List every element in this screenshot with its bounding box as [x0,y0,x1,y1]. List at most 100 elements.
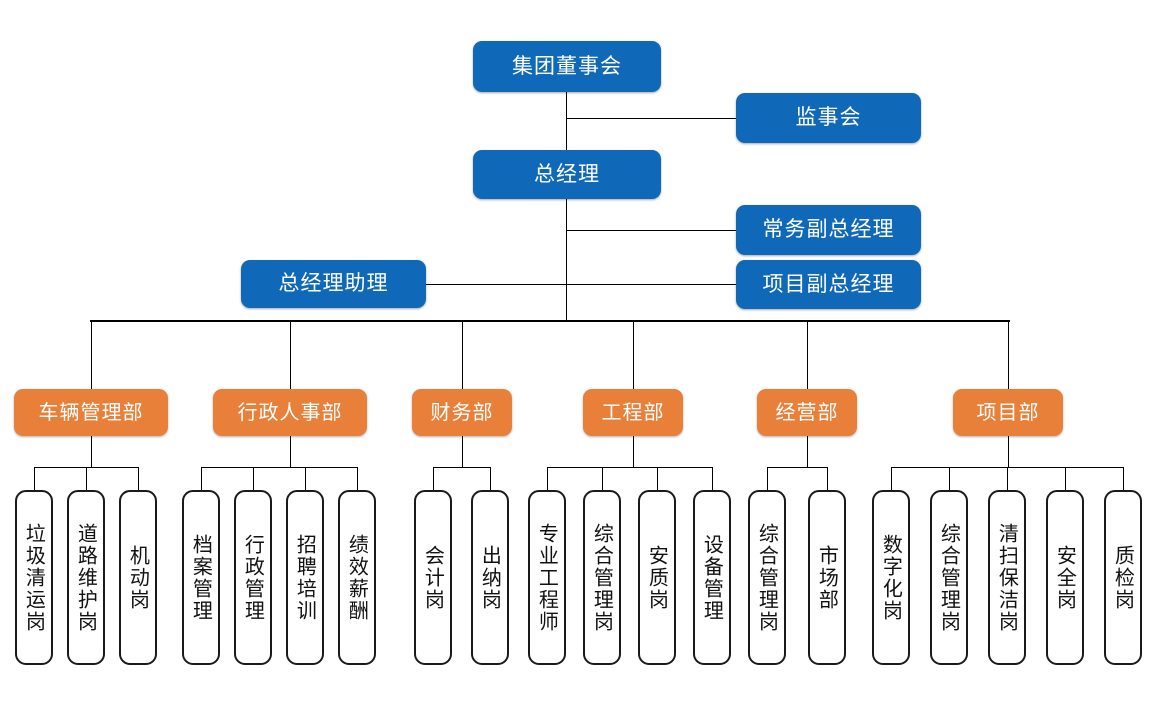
connector-engineering-stem [633,436,634,467]
node-gm-assistant[interactable]: 总经理助理 [241,260,426,308]
position-box-admin-hr-0[interactable]: 档案管理 [182,490,220,665]
position-box-operations-1[interactable]: 市场部 [808,490,846,665]
position-box-vehicle-2[interactable]: 机动岗 [119,490,157,665]
subbus-operations [767,467,827,468]
connector-operations-leaf-0 [767,467,768,490]
connector-engineering-leaf-3 [712,467,713,490]
connector-bus-to-vehicle [91,320,92,389]
position-label: 安质岗 [645,544,670,611]
connector-operations-stem [807,436,808,467]
position-box-engineering-0[interactable]: 专业工程师 [528,490,566,665]
connector-engineering-leaf-1 [602,467,603,490]
department-box-operations[interactable]: 经营部 [757,389,857,436]
department-box-finance[interactable]: 财务部 [412,389,512,436]
position-label: 综合管理岗 [755,522,780,633]
connector-bus-to-admin-hr [290,320,291,389]
position-label: 设备管理 [700,533,725,622]
department-box-vehicle[interactable]: 车辆管理部 [14,389,168,436]
connector-project-leaf-1 [949,467,950,490]
position-box-vehicle-0[interactable]: 垃圾清运岗 [15,490,53,665]
node-project-vice-gm[interactable]: 项目副总经理 [736,260,921,309]
connector-vehicle-leaf-1 [86,467,87,490]
node-board[interactable]: 集团董事会 [473,41,661,92]
position-box-project-3[interactable]: 安全岗 [1046,490,1084,665]
position-box-operations-0[interactable]: 综合管理岗 [748,490,786,665]
connector-admin-hr-leaf-0 [201,467,202,490]
department-label: 经营部 [775,401,839,424]
connector-project-leaf-3 [1065,467,1066,490]
node-exec-vice-gm[interactable]: 常务副总经理 [736,205,921,255]
connector-assistant-to-gm [426,284,567,285]
position-box-admin-hr-3[interactable]: 绩效薪酬 [338,490,376,665]
subbus-finance [433,467,490,468]
department-label: 项目部 [976,401,1040,424]
position-box-project-1[interactable]: 综合管理岗 [930,490,968,665]
subbus-engineering [547,467,712,468]
connector-vehicle-leaf-0 [34,467,35,490]
connector-admin-hr-stem [290,436,291,467]
connector-bus-to-project [1008,320,1009,389]
connector-bus-to-engineering [633,320,634,389]
position-label: 安全岗 [1053,544,1078,611]
connector-engineering-leaf-2 [657,467,658,490]
position-box-finance-0[interactable]: 会计岗 [414,490,452,665]
connector-admin-hr-leaf-3 [357,467,358,490]
node-general-manager[interactable]: 总经理 [473,150,661,199]
position-label: 清扫保洁岗 [995,522,1020,633]
connector-admin-hr-leaf-2 [305,467,306,490]
position-label: 质检岗 [1111,544,1136,611]
connector-finance-leaf-0 [433,467,434,490]
position-label: 综合管理岗 [590,522,615,633]
connector-bus-to-operations [807,320,808,389]
position-label: 出纳岗 [478,544,503,611]
position-box-vehicle-1[interactable]: 道路维护岗 [67,490,105,665]
position-label: 市场部 [815,544,840,611]
connector-project-leaf-0 [891,467,892,490]
position-box-engineering-3[interactable]: 设备管理 [693,490,731,665]
connector-bus-to-finance [462,320,463,389]
department-box-project[interactable]: 项目部 [953,389,1063,436]
connector-vehicle-stem [91,436,92,467]
position-box-project-0[interactable]: 数字化岗 [872,490,910,665]
position-box-project-4[interactable]: 质检岗 [1104,490,1142,665]
connector-project-leaf-2 [1007,467,1008,490]
position-label: 垃圾清运岗 [22,522,47,633]
department-box-admin-hr[interactable]: 行政人事部 [213,389,367,436]
connector-project-leaf-4 [1123,467,1124,490]
department-label: 车辆管理部 [38,401,144,424]
position-label: 道路维护岗 [74,522,99,633]
position-label: 档案管理 [189,533,214,622]
department-label: 财务部 [430,401,494,424]
connector-gmline-to-supervisory [566,118,736,119]
department-bus [90,320,1010,322]
node-supervisory-board[interactable]: 监事会 [736,93,921,143]
position-box-project-2[interactable]: 清扫保洁岗 [988,490,1026,665]
connector-admin-hr-leaf-1 [253,467,254,490]
position-label: 会计岗 [421,544,446,611]
position-label: 绩效薪酬 [345,533,370,622]
position-label: 综合管理岗 [937,522,962,633]
connector-board-to-gm [566,92,567,153]
connector-gm-to-project-vice [566,284,736,285]
connector-gm-to-bus [566,199,567,321]
position-label: 机动岗 [126,544,151,611]
position-box-finance-1[interactable]: 出纳岗 [471,490,509,665]
connector-gm-to-exec-vice [566,230,736,231]
position-label: 数字化岗 [879,533,904,622]
connector-operations-leaf-1 [827,467,828,490]
connector-engineering-leaf-0 [547,467,548,490]
department-box-engineering[interactable]: 工程部 [583,389,683,436]
position-label: 专业工程师 [535,522,560,633]
department-label: 行政人事部 [237,401,343,424]
position-label: 招聘培训 [293,533,318,622]
connector-project-stem [1008,436,1009,467]
position-box-admin-hr-2[interactable]: 招聘培训 [286,490,324,665]
position-box-admin-hr-1[interactable]: 行政管理 [234,490,272,665]
position-box-engineering-2[interactable]: 安质岗 [638,490,676,665]
connector-finance-stem [462,436,463,467]
position-label: 行政管理 [241,533,266,622]
position-box-engineering-1[interactable]: 综合管理岗 [583,490,621,665]
department-label: 工程部 [601,401,665,424]
connector-vehicle-leaf-2 [138,467,139,490]
